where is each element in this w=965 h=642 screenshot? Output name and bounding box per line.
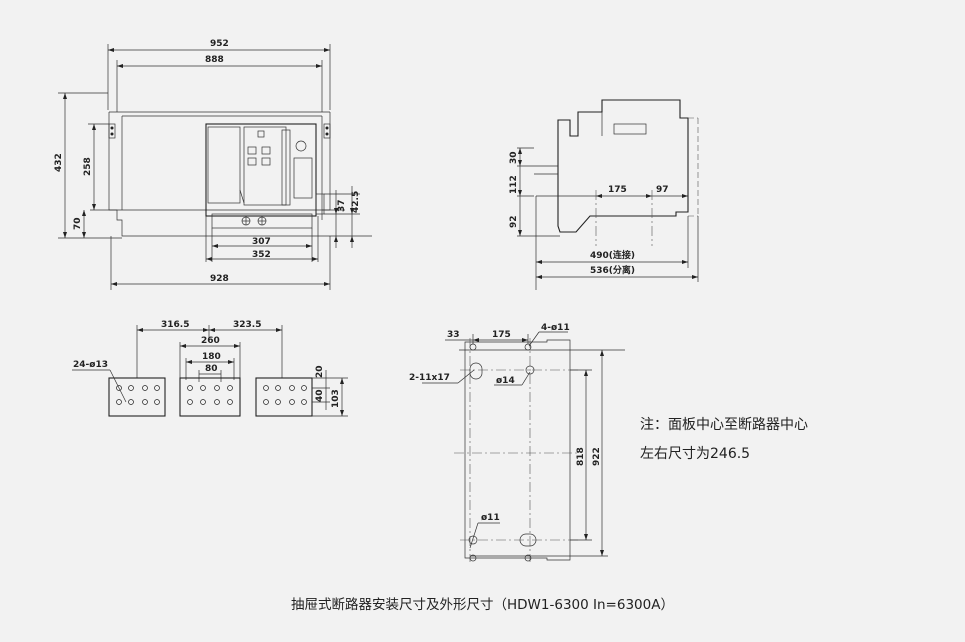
dim-536: 536(分离) bbox=[590, 264, 635, 276]
terminal-view: 316.5 323.5 260 180 80 bbox=[72, 320, 348, 417]
dim-40: 40 bbox=[315, 389, 325, 402]
dim-42-5: 42.5 bbox=[351, 191, 361, 213]
note-line-2: 左右尺寸为246.5 bbox=[640, 446, 751, 462]
front-view: 952 888 bbox=[54, 39, 372, 290]
dim-323-5: 323.5 bbox=[233, 320, 261, 330]
dim-928: 928 bbox=[210, 274, 229, 284]
dim-316-5: 316.5 bbox=[161, 320, 189, 330]
dim-80: 80 bbox=[205, 364, 218, 374]
dim-92: 92 bbox=[509, 215, 519, 228]
dim-888: 888 bbox=[205, 55, 224, 65]
dim-258: 258 bbox=[83, 157, 93, 176]
dim-307: 307 bbox=[252, 237, 271, 247]
figure-caption: 抽屉式断路器安装尺寸及外形尺寸（HDW1-6300 In=6300A） bbox=[291, 597, 674, 613]
dim-952: 952 bbox=[210, 39, 229, 49]
dim-818: 818 bbox=[576, 447, 586, 466]
dim-97: 97 bbox=[656, 185, 669, 195]
dim-260: 260 bbox=[201, 336, 220, 346]
label-slot: 2-11x17 bbox=[409, 373, 450, 383]
dim-180: 180 bbox=[202, 352, 221, 362]
dim-20: 20 bbox=[315, 365, 325, 378]
label-hole-11: ø11 bbox=[481, 513, 500, 523]
label-4-holes: 4-ø11 bbox=[541, 323, 570, 333]
terminal-block-right bbox=[255, 377, 313, 417]
label-24-holes: 24-ø13 bbox=[73, 360, 108, 370]
dim-30: 30 bbox=[509, 151, 519, 164]
dim-103: 103 bbox=[331, 389, 341, 408]
terminal-block-left bbox=[108, 377, 166, 417]
dim-112: 112 bbox=[509, 175, 519, 194]
dim-33: 33 bbox=[447, 330, 460, 340]
dim-70: 70 bbox=[73, 217, 83, 230]
side-view: 30 112 92 175 97 490(连接) 536(分离) bbox=[509, 99, 699, 290]
dim-37: 37 bbox=[337, 199, 347, 212]
dim-352: 352 bbox=[252, 250, 271, 260]
dim-175-side: 175 bbox=[608, 185, 627, 195]
mounting-view: 33 175 4-ø11 2-11x17 ø14 ø11 818 922 bbox=[409, 323, 625, 562]
dim-922: 922 bbox=[592, 447, 602, 466]
terminal-block-middle bbox=[179, 377, 241, 417]
note-line-1: 注：面板中心至断路器中心 bbox=[640, 417, 808, 433]
dim-490: 490(连接) bbox=[590, 249, 635, 261]
dim-432: 432 bbox=[54, 153, 64, 172]
label-hole-14: ø14 bbox=[496, 376, 515, 386]
dim-175-mount: 175 bbox=[492, 330, 511, 340]
